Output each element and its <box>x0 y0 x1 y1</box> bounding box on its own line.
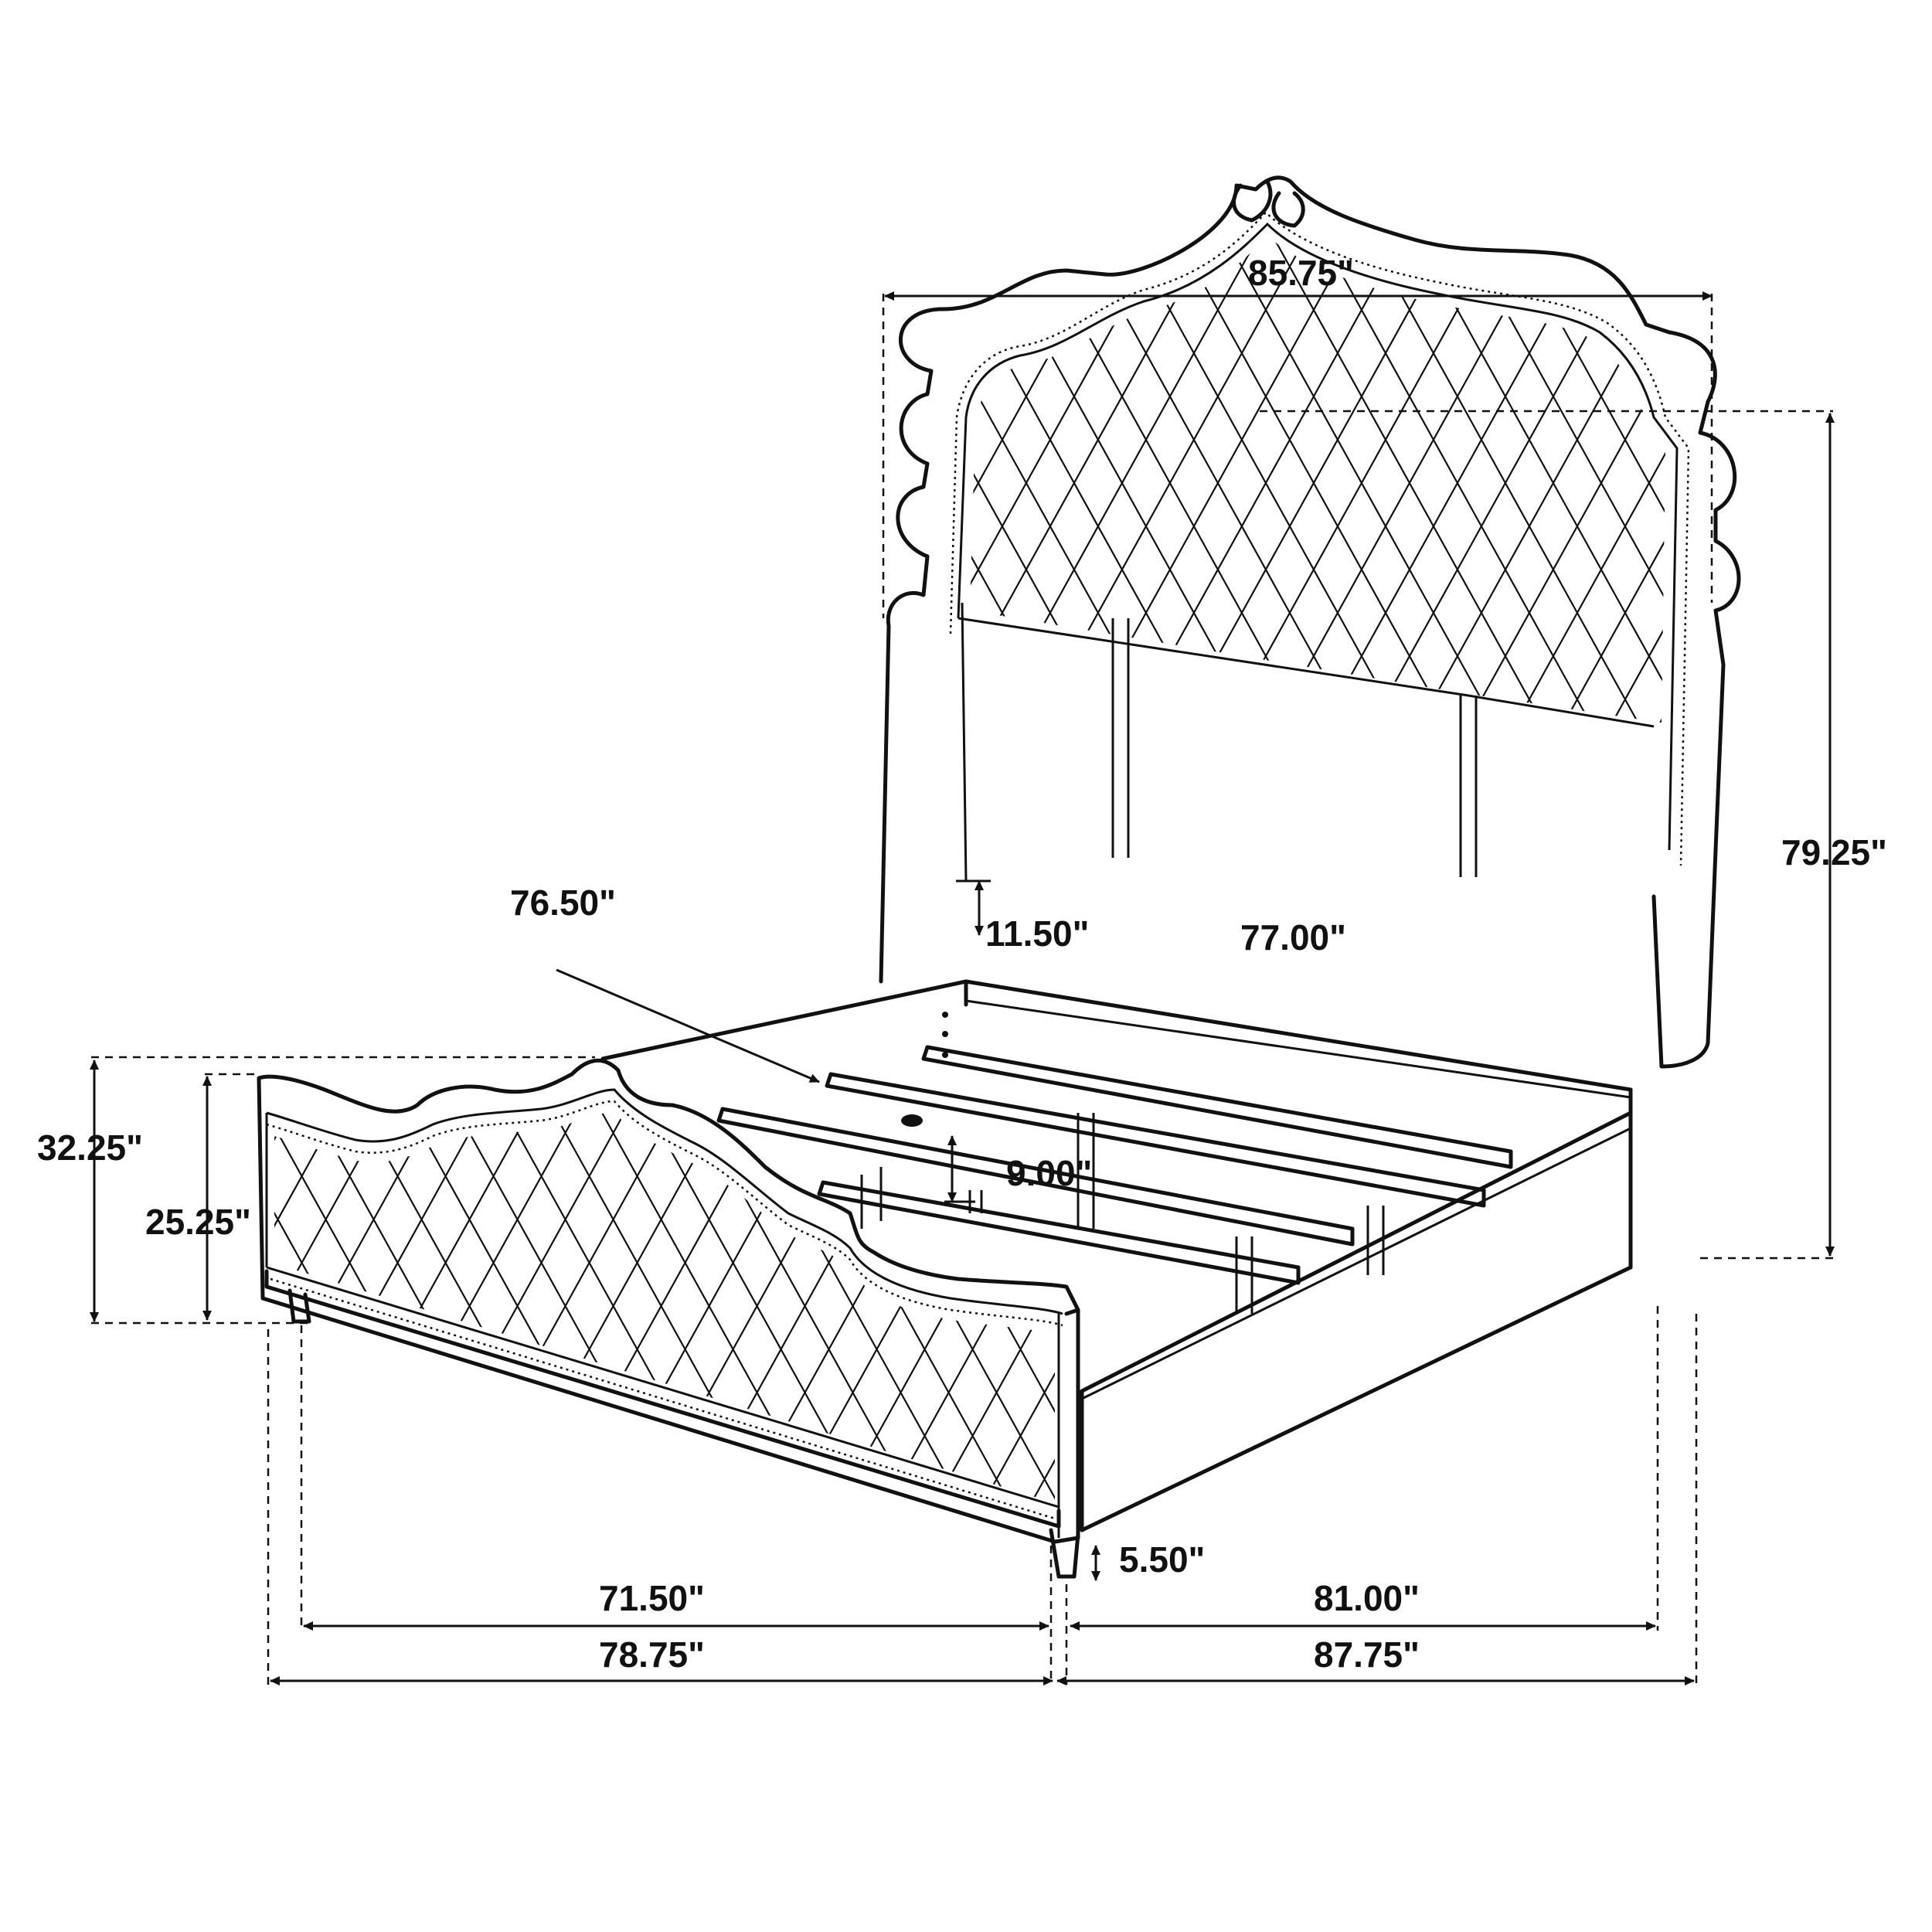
bed-frame <box>600 979 1633 1532</box>
overall-width-label: 78.75" <box>599 1634 705 1675</box>
overall-height-label: 79.25" <box>1781 832 1887 872</box>
footboard-height-label: 32.25" <box>37 1128 143 1168</box>
overall-length-label: 87.75" <box>1314 1634 1420 1675</box>
leg-height-label: 5.50" <box>1119 1539 1206 1580</box>
slat-height-label: 9.00" <box>1006 1153 1093 1193</box>
interior-width-label: 77.00" <box>1240 917 1346 957</box>
dimension-lines <box>90 291 1835 1685</box>
side-rail-length-label: 81.00" <box>1314 1578 1420 1618</box>
headboard <box>879 175 1741 1069</box>
footboard-panel-height-label: 25.25" <box>145 1202 251 1242</box>
headboard-width-label: 85.75" <box>1248 253 1354 293</box>
interior-length-label: 76.50" <box>510 883 616 923</box>
headboard-panel-height-label: 11.50" <box>985 913 1090 954</box>
rail-width-label: 71.50" <box>599 1578 705 1618</box>
footboard <box>257 1058 1080 1579</box>
